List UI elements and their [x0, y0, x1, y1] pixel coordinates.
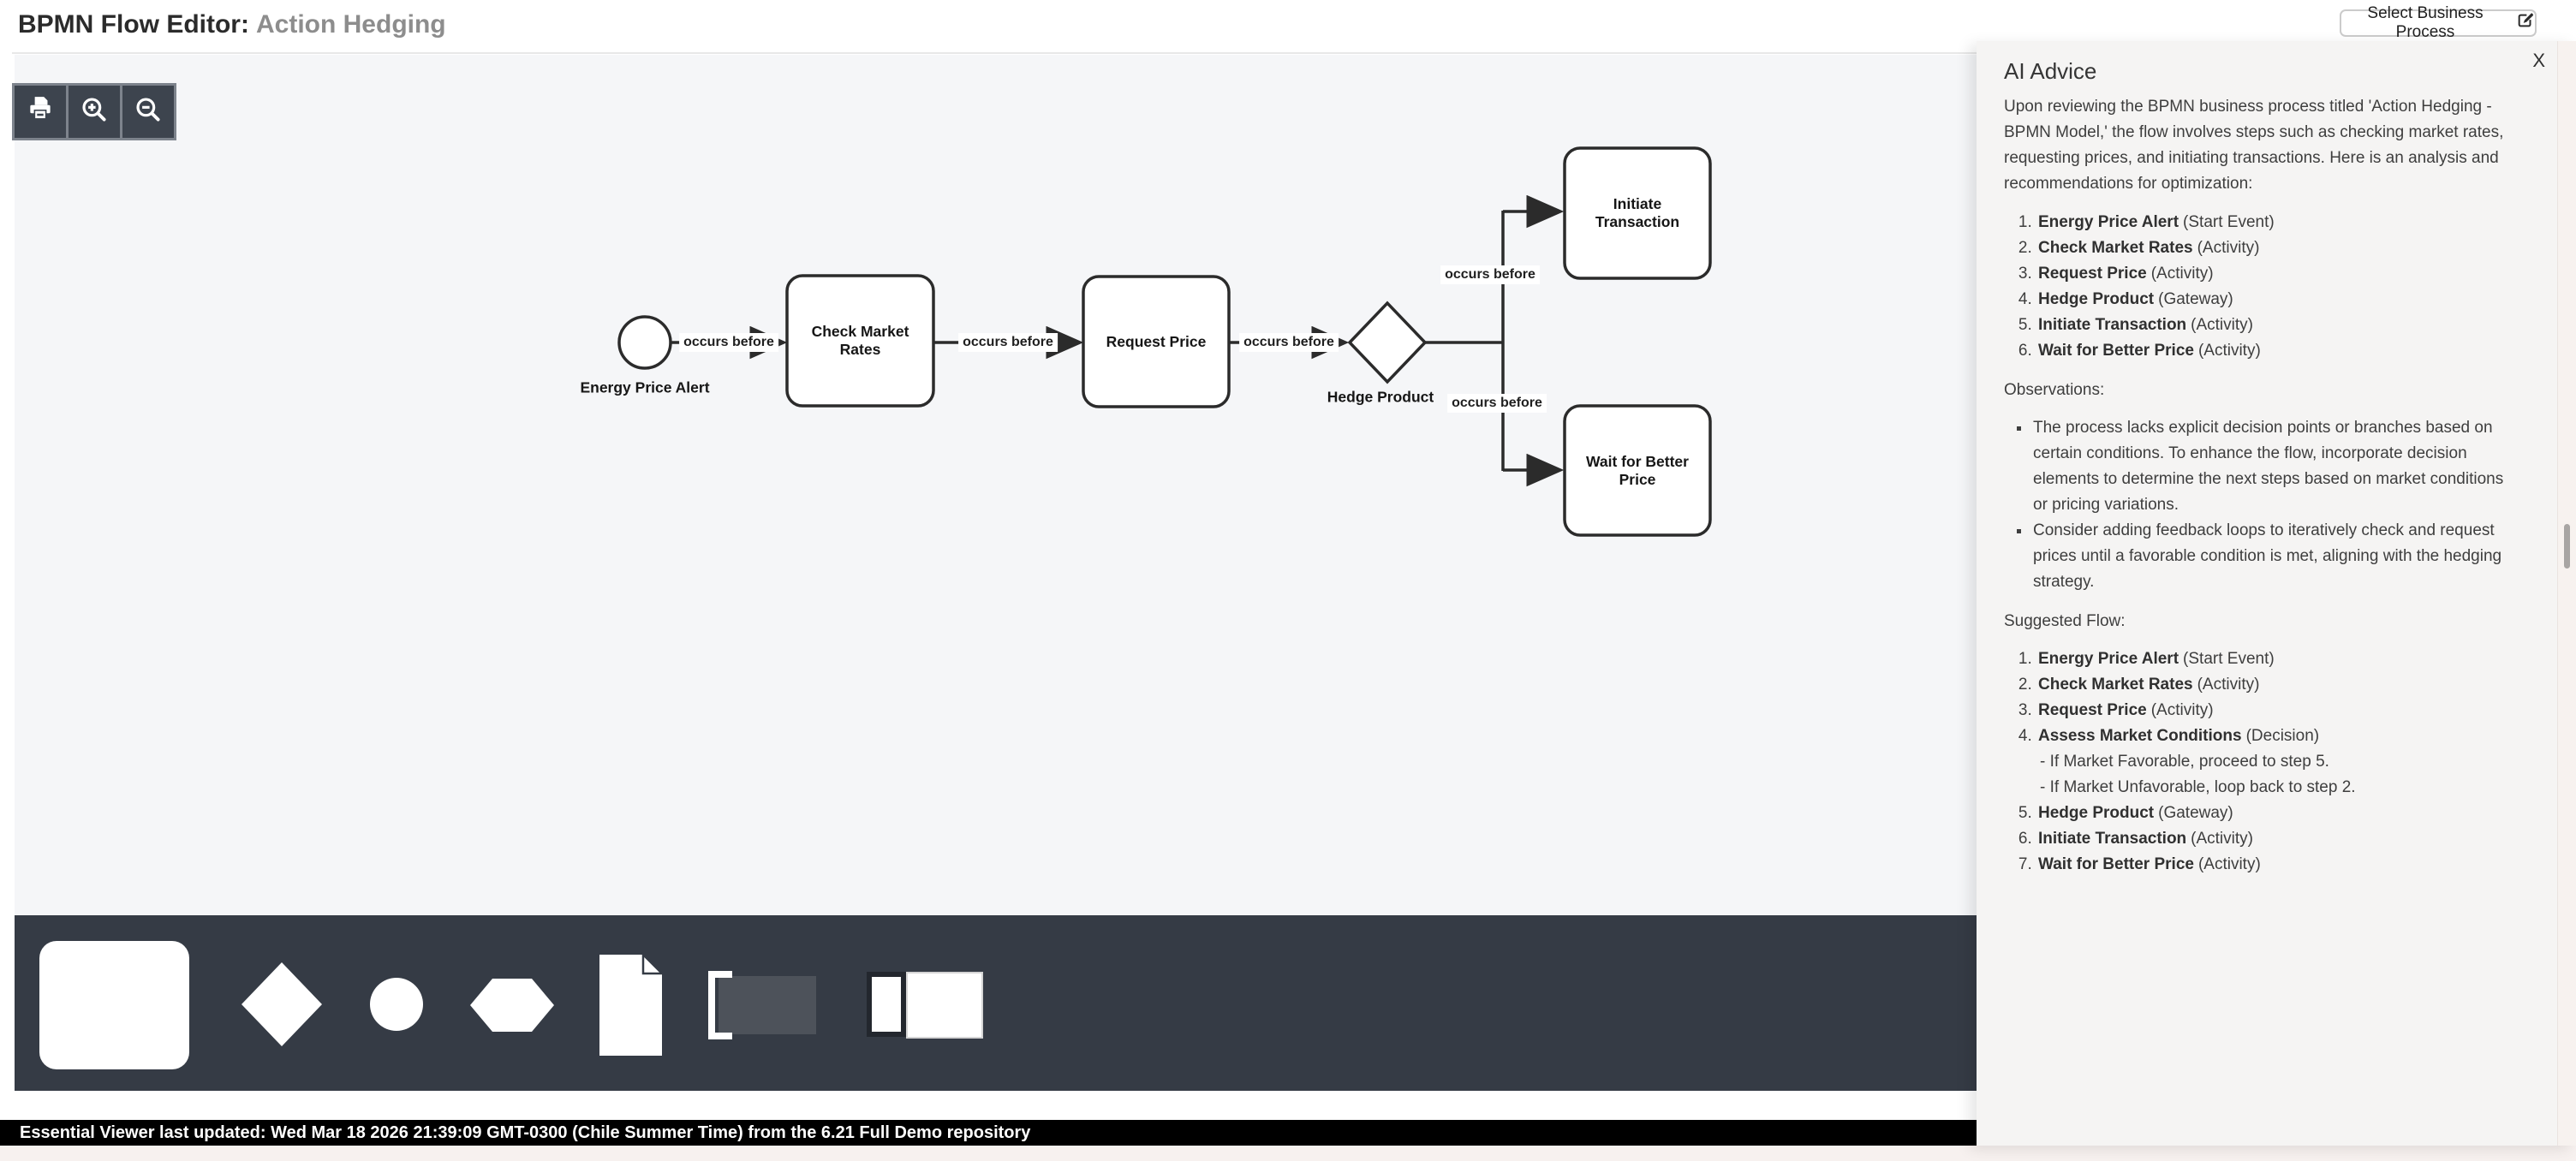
canvas-toolbar: [12, 83, 176, 140]
zoom-in-button[interactable]: [69, 86, 120, 138]
check-market-rates-shape[interactable]: [785, 274, 935, 408]
zoom-out-icon: [133, 94, 164, 129]
check-market-rates-label[interactable]: Check Market Rates: [811, 323, 909, 358]
list-item: Assess Market Conditions(Decision) - If …: [2036, 723, 2511, 801]
ai-intro-text: Upon reviewing the BPMN business process…: [2004, 98, 2504, 193]
flow-branch-line: [1425, 211, 1505, 471]
wait-for-better-price-shape[interactable]: [1563, 404, 1712, 537]
list-item: Check Market Rates(Activity): [2036, 672, 2511, 698]
panel-scrollbar-track[interactable]: [2557, 41, 2576, 1146]
close-panel-button[interactable]: X: [2532, 50, 2545, 71]
edge-label-occurs-before-5: occurs before: [1447, 394, 1547, 413]
print-button[interactable]: [15, 86, 66, 138]
panel-scrollbar-thumb[interactable]: [2564, 524, 2570, 569]
ai-panel-title: AI Advice: [2004, 58, 2097, 84]
shape-palette: [15, 915, 1977, 1091]
palette-diamond-shape[interactable]: [242, 962, 322, 1046]
list-item: Hedge Product(Gateway): [2036, 287, 2511, 313]
select-business-process-label: Select Business Process: [2367, 4, 2484, 41]
list-item: Energy Price Alert(Start Event): [2036, 646, 2511, 672]
ai-suggested-list: Energy Price Alert(Start Event) Check Ma…: [2004, 646, 2511, 878]
page-title-value: Action Hedging: [255, 10, 446, 39]
list-item: Wait for Better Price(Activity): [2036, 852, 2511, 878]
list-item: Consider adding feedback loops to iterat…: [2031, 518, 2511, 595]
gateway-label: Hedge Product: [1327, 388, 1434, 406]
gateway-shape[interactable]: [1347, 301, 1428, 384]
decision-branch: - If Market Unfavorable, loop back to st…: [2040, 778, 2356, 796]
page-title: BPMN Flow Editor:Action Hedging: [18, 10, 446, 39]
list-item: Request Price(Activity): [2036, 698, 2511, 723]
list-item: Wait for Better Price(Activity): [2036, 338, 2511, 364]
start-event-shape[interactable]: [617, 315, 672, 370]
edge-label-occurs-before-3: occurs before: [1239, 333, 1339, 352]
palette-group-bracket-shape[interactable]: [708, 971, 816, 1039]
palette-document-shape[interactable]: [599, 951, 665, 1056]
palette-pool-lanes-shape[interactable]: [867, 972, 983, 1039]
ai-analysis-list: Energy Price Alert(Start Event) Check Ma…: [2004, 210, 2511, 364]
diagram-canvas[interactable]: Energy Price Alert Check Market Rates Re…: [12, 55, 1977, 915]
list-item: Initiate Transaction(Activity): [2036, 313, 2511, 338]
ai-advice-panel: X AI Advice Upon reviewing the BPMN busi…: [1977, 41, 2576, 1146]
wait-for-better-price-label[interactable]: Wait for Better Price: [1586, 452, 1689, 488]
edge-label-occurs-before-1: occurs before: [679, 333, 778, 352]
status-bar: Essential Viewer last updated: Wed Mar 1…: [0, 1120, 1978, 1146]
list-item: Initiate Transaction(Activity): [2036, 826, 2511, 852]
list-item: Energy Price Alert(Start Event): [2036, 210, 2511, 235]
observations-heading: Observations:: [2004, 381, 2105, 399]
edit-icon: [2516, 11, 2535, 35]
select-business-process-button[interactable]: Select Business Process: [2340, 4, 2537, 41]
suggested-flow-heading: Suggested Flow:: [2004, 612, 2126, 630]
edge-label-occurs-before-2: occurs before: [958, 333, 1058, 352]
request-price-label[interactable]: Request Price: [1106, 332, 1207, 350]
list-item: Check Market Rates(Activity): [2036, 235, 2511, 261]
zoom-out-button[interactable]: [122, 86, 174, 138]
initiate-transaction-label[interactable]: Initiate Transaction: [1595, 195, 1680, 230]
zoom-in-icon: [79, 94, 110, 129]
palette-hexagon-shape[interactable]: [470, 979, 554, 1032]
horizontal-scrollbar-track[interactable]: [0, 1146, 2576, 1161]
edge-label-occurs-before-4: occurs before: [1440, 265, 1540, 284]
decision-branch: - If Market Favorable, proceed to step 5…: [2040, 753, 2329, 771]
print-icon: [25, 94, 56, 129]
list-item: Hedge Product(Gateway): [2036, 801, 2511, 826]
list-item: The process lacks explicit decision poin…: [2031, 415, 2511, 518]
bpmn-diagram: [617, 146, 1712, 537]
header-divider: [12, 52, 1977, 54]
initiate-transaction-shape[interactable]: [1563, 146, 1712, 280]
start-event-label: Energy Price Alert: [580, 378, 710, 396]
status-bar-text: Essential Viewer last updated: Wed Mar 1…: [20, 1122, 1031, 1142]
page-title-label: BPMN Flow Editor:: [18, 10, 249, 39]
request-price-shape[interactable]: [1082, 275, 1231, 408]
ai-observations-list: The process lacks explicit decision poin…: [2004, 415, 2511, 595]
palette-ellipse-shape[interactable]: [370, 978, 423, 1031]
list-item: Request Price(Activity): [2036, 261, 2511, 287]
palette-rounded-rectangle-shape[interactable]: [39, 941, 189, 1069]
